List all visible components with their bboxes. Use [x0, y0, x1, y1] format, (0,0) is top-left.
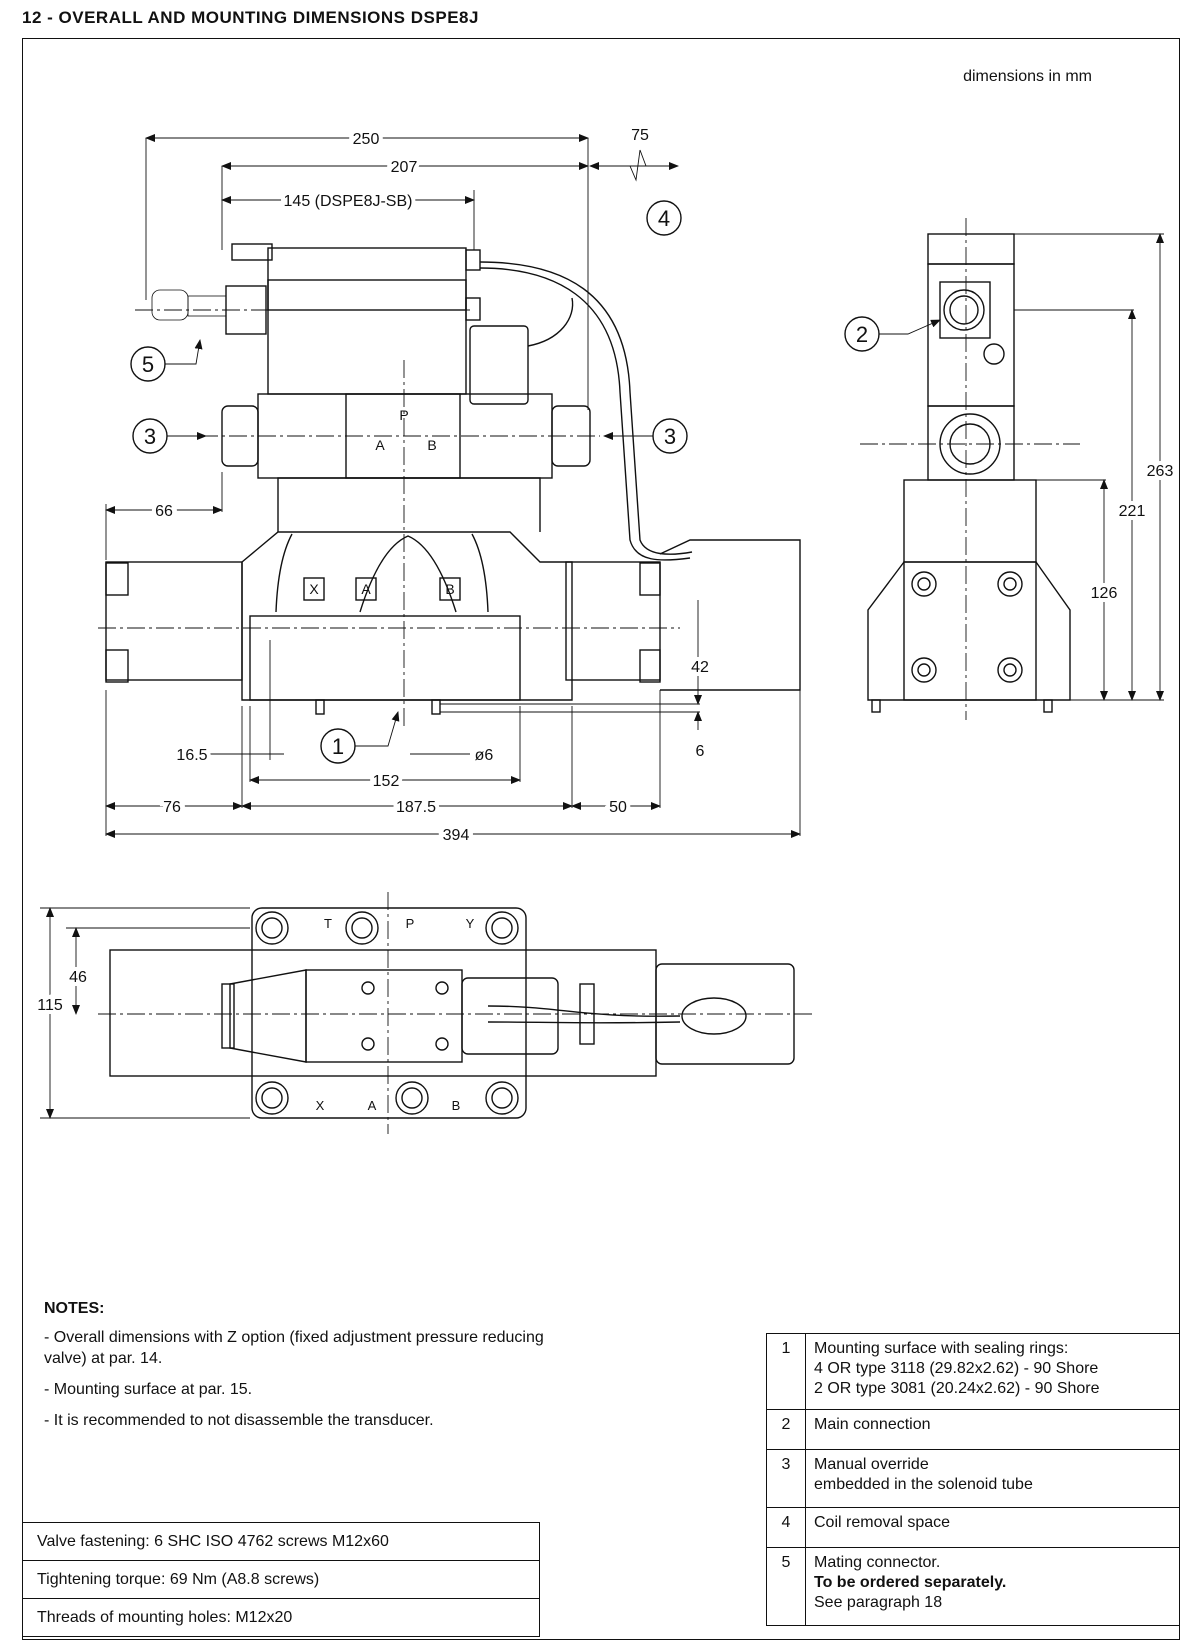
callout-circle-4 — [646, 200, 682, 236]
dim-50: 50 — [609, 799, 627, 816]
legend-number: 4 — [766, 1507, 806, 1548]
note-item: - It is recommended to not disassemble t… — [44, 1412, 434, 1429]
dim-46: 46 — [69, 969, 87, 986]
page-title: 12 - OVERALL AND MOUNTING DIMENSIONS DSP… — [22, 8, 479, 27]
top-port-t: T — [324, 916, 332, 931]
port-label-p: P — [399, 407, 408, 423]
dim-394: 394 — [443, 827, 470, 844]
table-row: Threads of mounting holes: M12x20 — [22, 1598, 540, 1637]
top-port-x: X — [316, 1098, 325, 1113]
callout-5: 5 — [142, 352, 154, 377]
dim-76: 76 — [163, 799, 181, 816]
note-item: - Overall dimensions with Z option (fixe… — [44, 1329, 544, 1367]
dim-126: 126 — [1091, 585, 1118, 602]
dim-66: 66 — [155, 503, 173, 520]
top-view — [109, 907, 795, 1119]
table-row: 2 Main connection — [766, 1409, 1180, 1450]
legend-text: Mating connector. To be ordered separate… — [805, 1547, 1180, 1626]
top-port-p: P — [406, 916, 415, 931]
callout-1: 1 — [332, 734, 344, 759]
callout-3-right: 3 — [664, 424, 676, 449]
table-row: Tightening torque: 69 Nm (A8.8 screws) — [22, 1560, 540, 1599]
dim-6dia: ø6 — [475, 747, 494, 764]
dim-145: 145 (DSPE8J-SB) — [284, 193, 413, 210]
callout-4: 4 — [658, 206, 670, 231]
fastening-table: Valve fastening: 6 SHC ISO 4762 screws M… — [22, 1522, 540, 1637]
legend-number: 1 — [766, 1333, 806, 1410]
legend-text: Coil removal space — [805, 1507, 1180, 1548]
top-port-y: Y — [466, 916, 475, 931]
fastening-cell: Threads of mounting holes: M12x20 — [22, 1598, 540, 1637]
callout-3-left: 3 — [144, 424, 156, 449]
dim-207: 207 — [391, 159, 418, 176]
dim-152: 152 — [373, 773, 400, 790]
units-note: dimensions in mm — [963, 68, 1092, 85]
notes-block: NOTES: - Overall dimensions with Z optio… — [44, 1298, 544, 1441]
dim-187-5: 187.5 — [396, 799, 436, 816]
drawing-frame — [22, 38, 1180, 1640]
dim-221: 221 — [1119, 503, 1146, 520]
port-label-a: A — [361, 581, 371, 597]
table-row: Valve fastening: 6 SHC ISO 4762 screws M… — [22, 1522, 540, 1561]
legend-number: 2 — [766, 1409, 806, 1450]
port-label-b-valve: B — [427, 437, 436, 453]
front-view — [105, 243, 801, 715]
legend-number: 5 — [766, 1547, 806, 1626]
table-row: 4 Coil removal space — [766, 1507, 1180, 1548]
note-item: - Mounting surface at par. 15. — [44, 1381, 253, 1398]
dim-263: 263 — [1147, 463, 1174, 480]
dim-16-5: 16.5 — [176, 747, 207, 764]
legend-number: 3 — [766, 1449, 806, 1508]
table-row: 5 Mating connector. To be ordered separa… — [766, 1547, 1180, 1626]
dim-6: 6 — [696, 743, 705, 760]
dim-75: 75 — [631, 127, 649, 144]
notes-heading: NOTES: — [44, 1300, 105, 1317]
port-label-x: X — [309, 581, 319, 597]
table-row: 3 Manual override embedded in the soleno… — [766, 1449, 1180, 1508]
legend-text: Manual override embedded in the solenoid… — [805, 1449, 1180, 1508]
top-port-a: A — [368, 1098, 377, 1113]
dim-42: 42 — [691, 659, 709, 676]
callout-2: 2 — [856, 322, 868, 347]
dim-115: 115 — [37, 997, 63, 1014]
fastening-cell: Tightening torque: 69 Nm (A8.8 screws) — [22, 1560, 540, 1599]
legend-text: Main connection — [805, 1409, 1180, 1450]
legend-table: 1 Mounting surface with sealing rings: 4… — [766, 1333, 1180, 1626]
legend-text: Mounting surface with sealing rings: 4 O… — [805, 1333, 1180, 1410]
fastening-cell: Valve fastening: 6 SHC ISO 4762 screws M… — [22, 1522, 540, 1561]
table-row: 1 Mounting surface with sealing rings: 4… — [766, 1333, 1180, 1410]
side-view — [867, 233, 1071, 713]
port-label-b: B — [445, 581, 454, 597]
top-port-b: B — [452, 1098, 461, 1113]
port-label-a-valve: A — [375, 437, 385, 453]
dim-250: 250 — [353, 131, 380, 148]
